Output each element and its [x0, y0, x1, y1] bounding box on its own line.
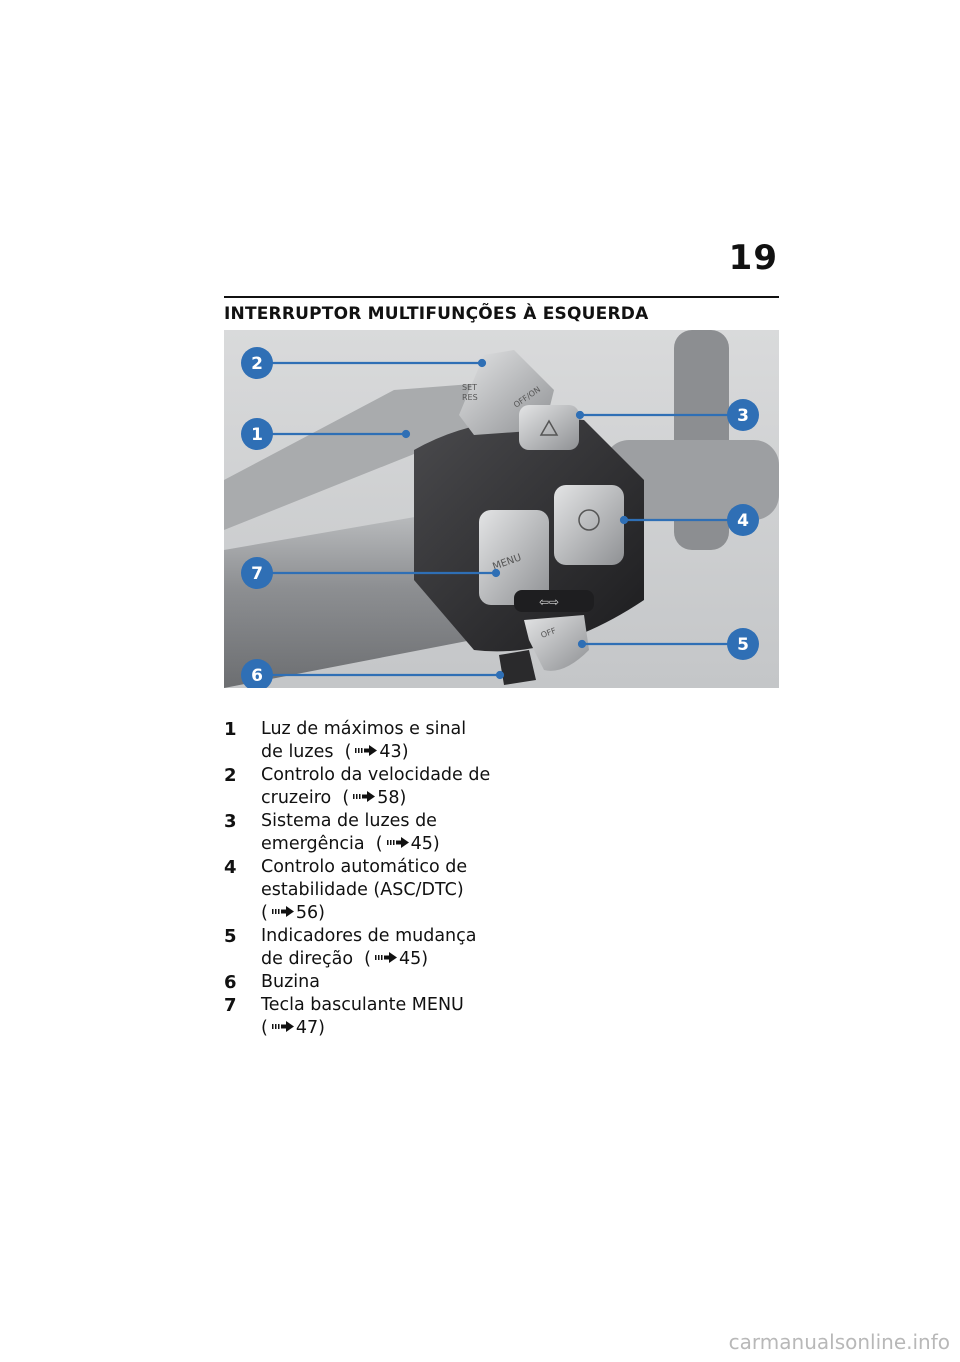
legend-text: Buzina — [261, 972, 320, 992]
page-reference-arrow-icon — [353, 791, 376, 802]
hazard-icon — [539, 419, 559, 436]
section-title: INTERRUPTOR MULTIFUNÇÕES À ESQUERDA — [224, 296, 779, 324]
callout-2 — [241, 347, 273, 379]
page-reference-arrow-icon — [355, 745, 378, 756]
asc-icon — [578, 509, 600, 531]
legend-text-line: de luzes (43) — [261, 741, 524, 764]
callout-2-label: 2 — [251, 354, 263, 374]
legend-item: 7 Tecla basculante MENU (47) — [224, 994, 524, 1040]
legend-text-line: Buzina — [261, 971, 524, 994]
callout-5-label: 5 — [737, 635, 749, 655]
legend-text-line: Luz de máximos e sinal — [261, 718, 524, 741]
legend-text: de luzes — [261, 742, 334, 762]
page-reference-number[interactable]: 45) — [399, 949, 429, 969]
indicator-off-button — [524, 615, 589, 671]
hazard-button — [519, 405, 579, 450]
legend-text: de direção — [261, 949, 354, 969]
legend-text-line: cruzeiro (58) — [261, 787, 524, 810]
legend-number: 3 — [224, 811, 237, 832]
callout-6-label: 6 — [251, 666, 263, 686]
legend-text: Tecla basculante MENU — [261, 995, 464, 1015]
set-res-label: SET — [462, 383, 477, 392]
page-reference-arrow-icon — [271, 1021, 294, 1032]
page-reference-number[interactable]: 47) — [295, 1018, 325, 1038]
legend-number: 1 — [224, 719, 237, 740]
legend-text: Indicadores de mudança — [261, 926, 477, 946]
page-reference[interactable]: (56) — [261, 903, 325, 923]
callout-4 — [727, 504, 759, 536]
legend-text-line: Indicadores de mudança — [261, 925, 524, 948]
legend-number: 6 — [224, 972, 237, 993]
page-reference[interactable]: (43) — [333, 742, 409, 762]
page-reference[interactable]: (47) — [261, 1018, 325, 1038]
legend-text-line: Controlo automático de — [261, 856, 524, 879]
legend-number: 2 — [224, 765, 237, 786]
page-reference-number[interactable]: 56) — [295, 903, 325, 923]
legend-text-line: emergência (45) — [261, 833, 524, 856]
page-reference-number[interactable]: 45) — [410, 834, 440, 854]
legend-text: Sistema de luzes de — [261, 811, 437, 831]
callout-7 — [241, 557, 273, 589]
page-reference-arrow-icon — [386, 837, 409, 848]
legend-number: 4 — [224, 857, 237, 878]
handlebar-switch-illustration: SET RES OFF/ON MENU ⇦⇨ OFF 2 1 — [224, 330, 779, 688]
legend-number: 7 — [224, 995, 237, 1016]
legend-text: Luz de máximos e sinal — [261, 719, 467, 739]
turn-signal-switch — [514, 590, 594, 612]
callout-7-label: 7 — [251, 564, 263, 584]
menu-rocker — [479, 510, 549, 605]
turn-arrows-icon: ⇦⇨ — [539, 595, 559, 609]
page-reference[interactable]: (45) — [353, 949, 429, 969]
legend-text-line: Controlo da velocidade de — [261, 764, 524, 787]
legend-text: emergência — [261, 834, 365, 854]
legend-number: 5 — [224, 926, 237, 947]
legend-text-line: de direção (45) — [261, 948, 524, 971]
legend-text: Controlo automático de — [261, 857, 468, 877]
legend-text: cruzeiro — [261, 788, 332, 808]
page-reference-number[interactable]: 58) — [377, 788, 407, 808]
legend-text: estabilidade (ASC/DTC) — [261, 880, 464, 900]
svg-text:RES: RES — [462, 393, 478, 402]
page-number: 19 — [728, 238, 778, 278]
legend-text-line: Tecla basculante MENU — [261, 994, 524, 1017]
page-reference[interactable]: (45) — [364, 834, 440, 854]
legend-item: 6 Buzina — [224, 971, 524, 994]
callout-4-label: 4 — [737, 511, 749, 531]
legend-text-line: (56) — [261, 902, 524, 925]
horn-button — [499, 650, 536, 685]
legend-item: 4 Controlo automático de estabilidade (ASC… — [224, 856, 524, 925]
legend-text: Controlo da velocidade de — [261, 765, 491, 785]
callout-3 — [727, 399, 759, 431]
page-reference-number[interactable]: 43) — [379, 742, 409, 762]
legend-text-line: (47) — [261, 1017, 524, 1040]
legend-text-line: estabilidade (ASC/DTC) — [261, 879, 524, 902]
callout-lines — [272, 358, 728, 680]
page-reference-arrow-icon — [271, 906, 294, 917]
asc-dtc-button — [554, 485, 624, 565]
callout-3-label: 3 — [737, 406, 749, 426]
page-reference[interactable]: (58) — [331, 788, 407, 808]
watermark: carmanualsonline.info — [728, 1330, 950, 1354]
handlebar-clamp — [604, 440, 779, 520]
callout-6 — [241, 659, 273, 688]
callout-5 — [727, 628, 759, 660]
page-reference-arrow-icon — [375, 952, 397, 963]
callout-1 — [241, 418, 273, 450]
legend-text-line: Sistema de luzes de — [261, 810, 524, 833]
callout-1-label: 1 — [251, 425, 263, 445]
